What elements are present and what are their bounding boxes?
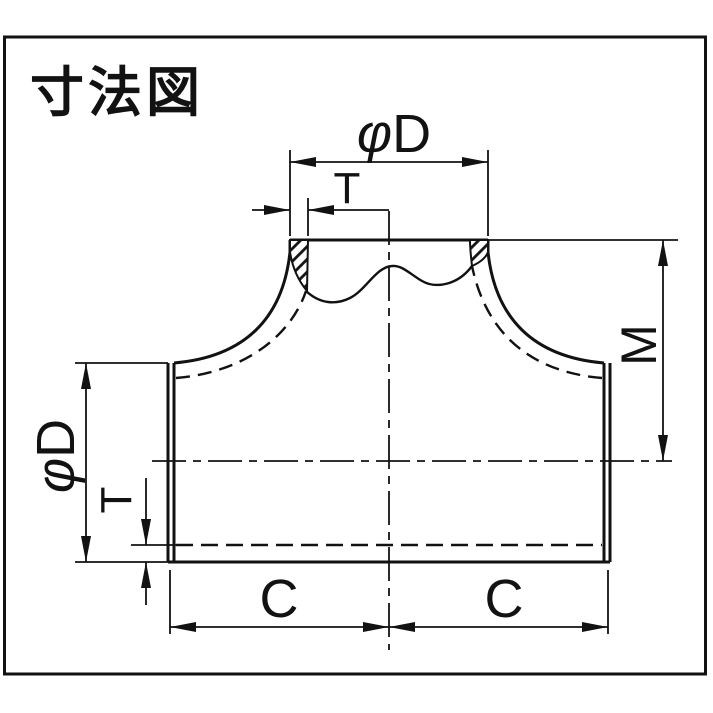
branch-od-extension-lines [289, 150, 489, 236]
center-to-left-end-label: C [260, 569, 299, 629]
diameter-symbol: φ [26, 458, 86, 493]
page-title: 寸法図 [30, 63, 204, 123]
shoulder-curves [173, 240, 605, 365]
tee-body [166, 238, 612, 564]
arrowhead [658, 435, 668, 461]
diameter-symbol: φ [357, 104, 392, 164]
break-line [305, 264, 473, 304]
arrowhead [658, 240, 668, 266]
center-to-right-end-label: C [485, 569, 524, 629]
arrowhead [462, 157, 488, 167]
arrowhead [582, 622, 608, 632]
arrowhead [308, 205, 334, 215]
arrowhead [363, 622, 389, 632]
arrowhead [170, 622, 196, 632]
run-thickness-label: T [92, 487, 141, 514]
c-extension-lines [169, 570, 609, 634]
arrowhead [264, 205, 290, 215]
dimension-center-height: M [488, 239, 678, 461]
run-od-extension-lines [75, 362, 168, 563]
dimension-run-od: φD [26, 362, 168, 563]
branch-od-label: φD [357, 104, 431, 164]
dimension-branch-od: φD [289, 104, 489, 236]
arrowhead [141, 519, 151, 545]
drawing-frame [3, 35, 707, 676]
arrowhead [290, 157, 316, 167]
diameter-letter: D [392, 104, 431, 164]
dimension-branch-thickness: T [252, 164, 389, 236]
arrowhead [81, 536, 91, 562]
arrowhead [141, 562, 151, 588]
dimension-center-to-ends: C C [169, 569, 609, 634]
arrowhead [81, 363, 91, 389]
branch-thickness-label: T [334, 164, 361, 213]
pipe-end-faces [166, 363, 612, 564]
left-wall-section-hatch [289, 239, 310, 294]
diameter-letter: D [26, 419, 86, 458]
dimension-run-thickness: T [92, 478, 178, 605]
arrowhead [389, 622, 415, 632]
run-od-label: φD [26, 419, 86, 493]
right-wall-section-hatch [468, 239, 489, 268]
center-height-label: M [611, 324, 667, 366]
inner-surface-curves [175, 265, 603, 380]
